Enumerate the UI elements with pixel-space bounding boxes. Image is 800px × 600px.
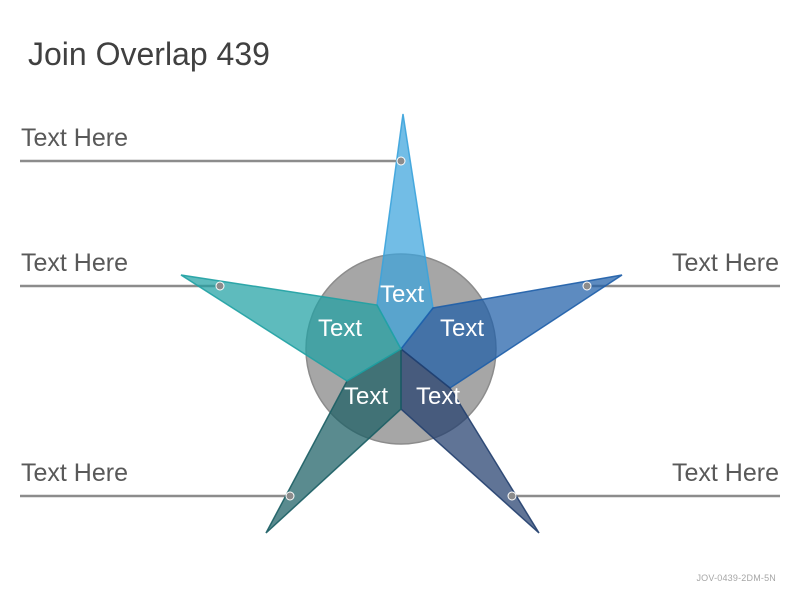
leader-dot-bottom-left [285, 491, 295, 501]
callout-label-bottom-right: Text Here [672, 459, 779, 487]
arm-label-right: Text [440, 315, 484, 342]
leader-dot-right [582, 281, 592, 291]
arm-label-bottom-right: Text [416, 383, 460, 410]
star-arm-top[interactable] [376, 113, 434, 351]
callout-label-mid-left: Text Here [21, 249, 128, 277]
star-arm-left[interactable] [180, 274, 403, 382]
page-title: Join Overlap 439 [28, 36, 270, 72]
callout-label-top-left: Text Here [21, 124, 128, 152]
leader-dot-left [215, 281, 225, 291]
callout-label-mid-right: Text Here [672, 249, 779, 277]
callout-label-bottom-left: Text Here [21, 459, 128, 487]
arm-label-bottom-left: Text [344, 383, 388, 410]
leader-dot-top [396, 156, 406, 166]
arm-label-left: Text [318, 315, 362, 342]
leader-dot-bottom-right [507, 491, 517, 501]
arm-label-top: Text [380, 281, 424, 308]
footer-code: JOV-0439-2DM-5N [696, 573, 776, 583]
